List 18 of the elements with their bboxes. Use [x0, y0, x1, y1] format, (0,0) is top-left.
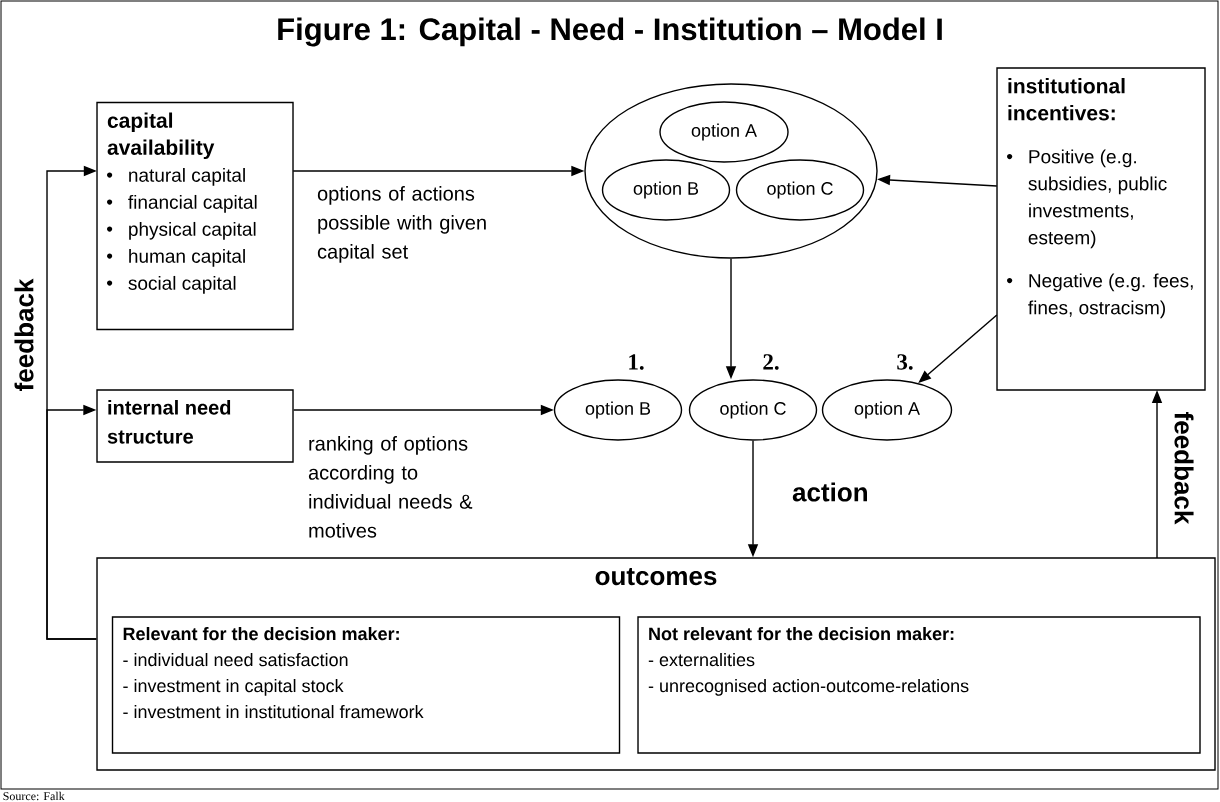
incentives-box: institutional incentives: Positive (e.g. subsidies, public investments, esteem) Negative (e.g. fees, fines, ostracism): [996, 67, 1206, 391]
edge-label: options of actions possible with given capital set: [317, 186, 486, 263]
arrow: [46, 404, 97, 640]
arrow: [918, 314, 998, 383]
rank-number: 1.: [629, 354, 644, 370]
title: Figure 1: Capital - Need - Institution – Model I: [278, 17, 942, 47]
source-note: Source: Falk: [3, 791, 65, 801]
rank-number: 3.: [897, 354, 913, 370]
edge-label: feedback: [14, 278, 34, 391]
need-box: internal need structure: [96, 389, 294, 463]
outcome-box: Relevant for the decision maker: - individual need satisfaction - investment in capital stock - investment in institutional framework: [111, 616, 621, 754]
rank-number: 2.: [763, 354, 779, 370]
edge-label: action: [792, 482, 867, 502]
edge-label: feedback: [1174, 412, 1194, 525]
edge-label: ranking of options according to individual needs & motives: [308, 436, 473, 538]
capital-box: capital availability natural capital financial capital physical capital human capital social capital: [96, 101, 294, 331]
options-ellipse: [584, 83, 878, 259]
outcome-box: Not relevant for the decision maker: - externalities - unrecognised action-outcome-relations: [637, 616, 1201, 754]
